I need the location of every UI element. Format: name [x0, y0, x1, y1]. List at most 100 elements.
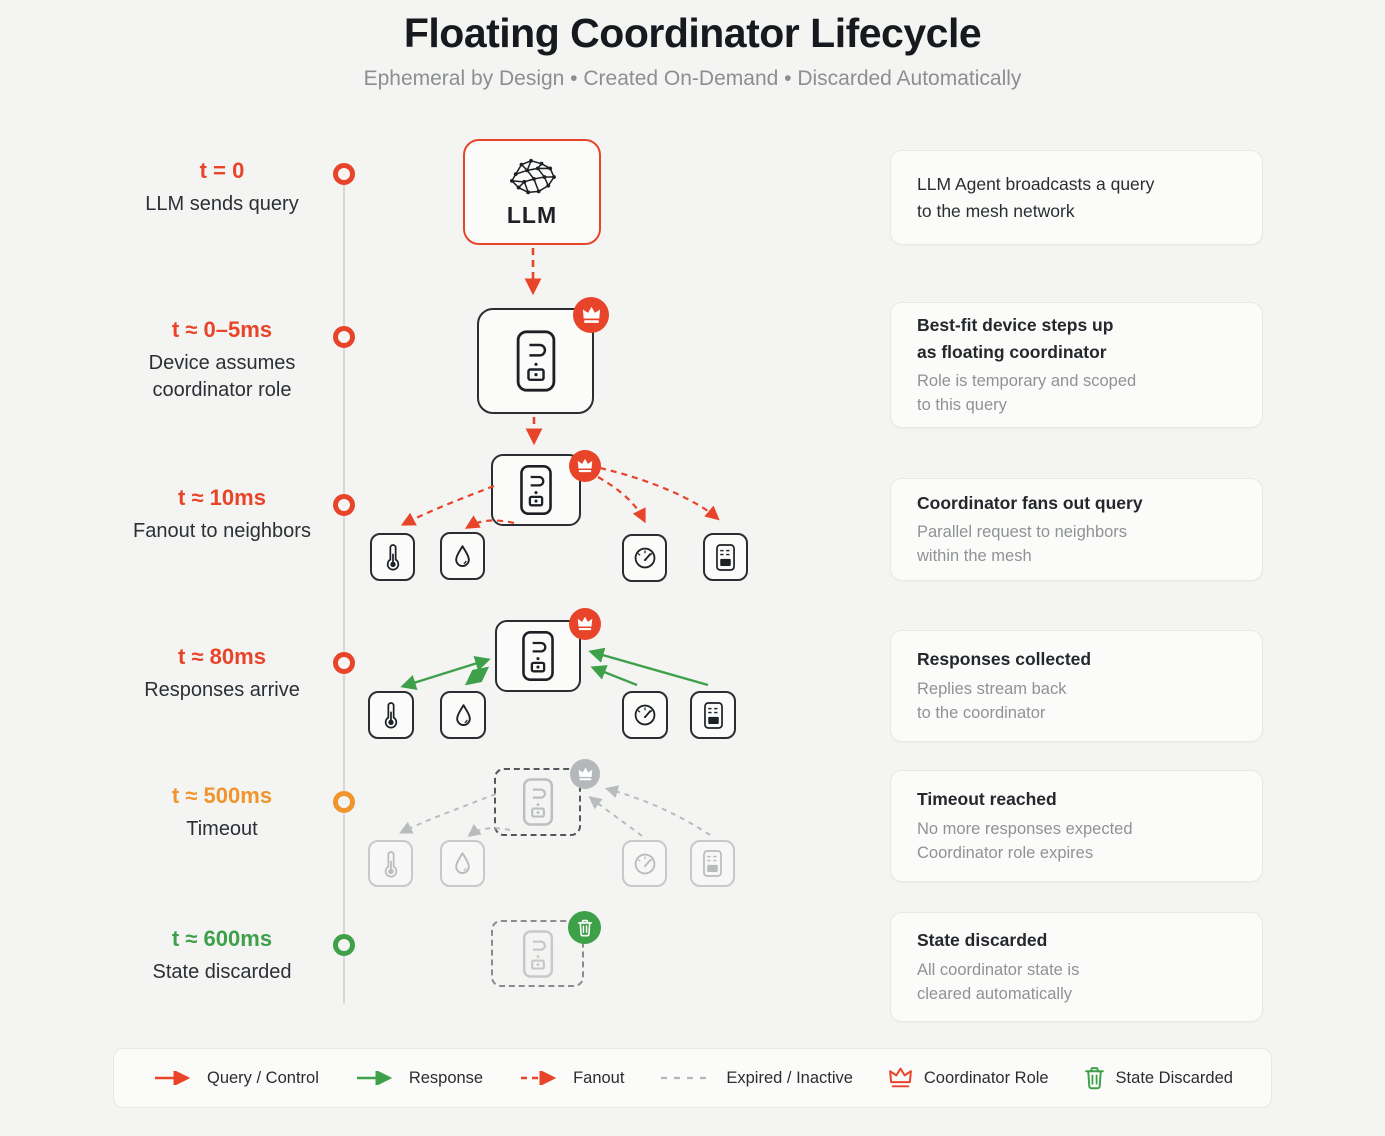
timeline-time: t ≈ 80ms	[178, 644, 266, 669]
sensor-node-humidity	[440, 691, 486, 739]
legend-item-response: Response	[354, 1069, 483, 1088]
smart-hub-icon	[522, 929, 553, 978]
stage-card-steps-up: Best-fit device steps up as floating coo…	[890, 302, 1263, 428]
arrow-solid-red-icon	[155, 1071, 191, 1085]
timeline-dot-6	[333, 934, 355, 956]
stage-card-broadcast: LLM Agent broadcasts a query to the mesh…	[890, 150, 1263, 245]
timeline-label: Timeout	[186, 818, 258, 840]
coordinator-device-box-expired	[494, 768, 581, 836]
gauge-icon	[634, 547, 655, 569]
coordinator-device-box	[491, 454, 581, 526]
thermometer-icon	[386, 544, 399, 571]
relay-device-icon	[716, 543, 735, 571]
crown-icon	[577, 616, 593, 631]
gauge-icon	[634, 853, 655, 874]
card-body: Replies stream back to the coordinator	[917, 679, 1067, 722]
timeline-entry-1: t = 0 LLM sends query	[72, 158, 372, 218]
timeline-label: LLM sends query	[145, 193, 299, 215]
stage-card-responses: Responses collected Replies stream back …	[890, 630, 1263, 742]
legend-item-expired: Expired / Inactive	[659, 1069, 853, 1088]
crown-icon	[577, 458, 593, 473]
timeline-time: t ≈ 500ms	[171, 783, 273, 808]
card-title: Timeout reached	[917, 789, 1057, 810]
timeline-entry-6: t ≈ 600ms State discarded	[72, 926, 372, 986]
legend-label: State Discarded	[1115, 1068, 1233, 1087]
gauge-icon	[634, 704, 656, 726]
timeline-dot-2	[333, 326, 355, 348]
page-title: Floating Coordinator Lifecycle	[403, 10, 982, 56]
legend-label: Expired / Inactive	[726, 1068, 853, 1087]
sensor-node-humidity	[440, 532, 485, 580]
brain-network-icon	[510, 158, 556, 194]
stage-card-timeout: Timeout reached No more responses expect…	[890, 770, 1263, 882]
legend-bar: Query / Control Response Fanout Expired …	[113, 1048, 1272, 1108]
droplet-icon	[455, 544, 470, 567]
card-title: Coordinator fans out query	[917, 492, 1143, 513]
timeline-label: State discarded	[152, 961, 292, 983]
legend-label: Fanout	[573, 1068, 625, 1087]
trash-icon	[577, 919, 592, 936]
smart-hub-icon	[522, 630, 554, 682]
coordinator-device-box	[495, 620, 581, 692]
timeline-time: t ≈ 0–5ms	[171, 317, 273, 342]
stage-card-discarded: State discarded All coordinator state is…	[890, 912, 1263, 1022]
card-body: All coordinator state is cleared automat…	[917, 960, 1080, 1003]
sensor-node-gauge-inactive	[622, 840, 667, 887]
crown-badge-expired	[570, 759, 600, 789]
smart-hub-icon	[520, 464, 552, 516]
crown-badge	[569, 450, 601, 482]
thermometer-icon	[384, 702, 398, 729]
timeline-axis	[343, 174, 345, 1004]
crown-icon	[578, 767, 592, 780]
smart-hub-icon	[522, 778, 553, 826]
page-subtitle: Ephemeral by Design • Created On-Demand …	[363, 67, 1022, 90]
legend-label: Query / Control	[207, 1068, 319, 1087]
device-node-relay	[690, 691, 736, 739]
relay-device-icon	[703, 701, 723, 729]
thermometer-icon	[384, 850, 397, 877]
card-title: Best-fit device steps up as floating coo…	[917, 315, 1114, 362]
coordinator-device-box-discarded	[491, 920, 584, 987]
timeline-time: t = 0	[199, 158, 245, 183]
sensor-node-gauge	[622, 691, 668, 739]
droplet-icon	[455, 852, 470, 874]
sensor-node-thermometer	[368, 691, 414, 739]
card-title: State discarded	[917, 930, 1048, 951]
card-body: No more responses expected Coordinator r…	[917, 819, 1133, 862]
coordinator-device-box	[477, 308, 594, 414]
legend-item-fanout: Fanout	[518, 1069, 624, 1088]
card-title: LLM Agent broadcasts a query to the mesh…	[917, 174, 1155, 221]
crown-icon	[582, 306, 600, 323]
llm-label: LLM	[506, 201, 558, 228]
crown-icon	[888, 1067, 912, 1087]
crown-badge	[573, 297, 609, 333]
timeline-entry-5: t ≈ 500ms Timeout	[72, 783, 372, 843]
sensor-node-gauge	[622, 534, 667, 582]
sensor-node-humidity-inactive	[440, 840, 485, 887]
sensor-node-thermometer-inactive	[368, 840, 413, 887]
arrow-solid-green-icon	[356, 1071, 393, 1085]
arrow-dashed-red-icon	[521, 1071, 557, 1085]
trash-icon	[1084, 1067, 1104, 1090]
timeline-entry-2: t ≈ 0–5ms Device assumes coordinator rol…	[72, 317, 372, 404]
legend-item-state-discarded: State Discarded	[1084, 1066, 1233, 1090]
sensor-node-thermometer	[370, 533, 415, 581]
timeline-dot-3	[333, 494, 355, 516]
smart-hub-icon	[516, 330, 555, 392]
device-node-relay	[703, 533, 748, 581]
legend-item-query-control: Query / Control	[152, 1069, 319, 1088]
timeline-entry-3: t ≈ 10ms Fanout to neighbors	[72, 485, 372, 545]
timeline-dot-4	[333, 652, 355, 674]
line-dashed-gray-icon	[661, 1076, 714, 1080]
card-title: Responses collected	[917, 649, 1092, 670]
llm-agent-box: LLM	[463, 139, 601, 245]
crown-badge	[569, 608, 601, 640]
relay-device-icon	[703, 850, 722, 877]
droplet-icon	[455, 703, 471, 726]
timeline-label: Device assumes coordinator role	[148, 352, 296, 401]
card-body: Role is temporary and scoped to this que…	[917, 371, 1137, 414]
card-body: Parallel request to neighbors within the…	[917, 523, 1128, 566]
timeline-label: Responses arrive	[144, 679, 300, 701]
timeline-time: t ≈ 600ms	[171, 926, 273, 951]
